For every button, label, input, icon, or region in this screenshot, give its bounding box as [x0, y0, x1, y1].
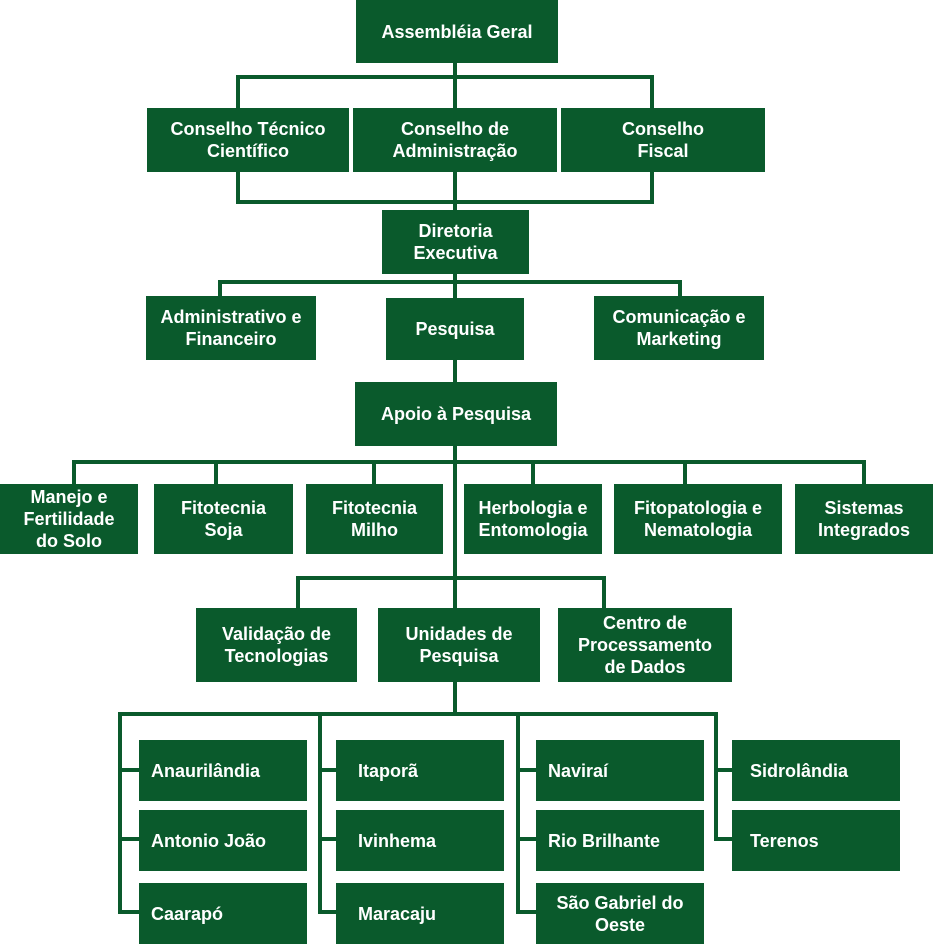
connector-cities [118, 680, 734, 914]
node-label: Conselho de Administração [392, 119, 518, 161]
node-label: Sistemas Integrados [817, 498, 910, 540]
node-label: Antonio João [151, 830, 266, 851]
node-city-caarapo: Caarapó [139, 883, 307, 944]
node-label: Assembléia Geral [381, 21, 533, 42]
node-city-terenos: Terenos [732, 810, 900, 871]
node-conselho-tecnico-cientifico: Conselho Técnico Científico [147, 108, 349, 172]
node-validacao-tecnologias: Validação de Tecnologias [196, 608, 357, 682]
node-fitotecnia-soja: Fitotecnia Soja [154, 484, 293, 554]
node-city-rio-brilhante: Rio Brilhante [536, 810, 704, 871]
node-label: Comunicação e Marketing [612, 307, 746, 349]
node-label: Pesquisa [415, 319, 495, 339]
node-label: Administrativo e Financeiro [160, 307, 302, 349]
node-label: Maracaju [358, 903, 437, 924]
node-label: São Gabriel do Oeste [556, 892, 684, 935]
node-conselho-fiscal: Conselho Fiscal [561, 108, 765, 172]
node-label: Herbologia e Entomologia [478, 498, 588, 540]
node-pesquisa: Pesquisa [386, 298, 524, 360]
node-label: Apoio à Pesquisa [380, 404, 532, 424]
node-city-ivinhema: Ivinhema [336, 810, 504, 871]
node-label: Caarapó [151, 903, 224, 924]
connector-conselhos-bottom [236, 168, 654, 204]
connector-departments [218, 270, 682, 302]
node-label: Ivinhema [358, 830, 437, 851]
node-assembleia-geral: Assembléia Geral [356, 0, 558, 63]
node-label: Validação de Tecnologias [221, 624, 332, 666]
connector-conselhos-top [236, 75, 654, 112]
node-label: Diretoria Executiva [413, 221, 498, 263]
node-label: Unidades de Pesquisa [405, 624, 513, 666]
node-herbologia-entomologia: Herbologia e Entomologia [464, 484, 602, 554]
node-city-antonio-joao: Antonio João [139, 810, 307, 871]
node-label: Centro de Processamento de Dados [577, 613, 713, 677]
node-city-sidrolandia: Sidrolândia [732, 740, 900, 801]
node-city-navirai: Naviraí [536, 740, 704, 801]
node-manejo-fertilidade-solo: Manejo e Fertilidade do Solo [0, 484, 138, 554]
node-city-maracaju: Maracaju [336, 883, 504, 944]
node-unidades-pesquisa: Unidades de Pesquisa [378, 608, 540, 682]
node-city-sao-gabriel-oeste: São Gabriel do Oeste [536, 883, 704, 944]
node-administrativo-financeiro: Administrativo e Financeiro [146, 296, 316, 360]
node-fitopatologia-nematologia: Fitopatologia e Nematologia [614, 484, 782, 554]
node-city-itapora: Itaporã [336, 740, 504, 801]
node-label: Rio Brilhante [548, 830, 661, 851]
node-label: Sidrolândia [750, 760, 849, 781]
node-label: Itaporã [358, 760, 419, 781]
node-city-anaurilandia: Anaurilândia [139, 740, 307, 801]
node-apoio-pesquisa: Apoio à Pesquisa [355, 382, 557, 446]
node-conselho-administracao: Conselho de Administração [353, 108, 557, 172]
node-sistemas-integrados: Sistemas Integrados [795, 484, 933, 554]
node-label: Manejo e Fertilidade do Solo [23, 487, 115, 551]
node-diretoria-executiva: Diretoria Executiva [382, 210, 529, 274]
node-label: Terenos [750, 830, 819, 851]
node-label: Fitotecnia Milho [331, 498, 417, 540]
node-label: Fitopatologia e Nematologia [634, 498, 762, 540]
node-comunicacao-marketing: Comunicação e Marketing [594, 296, 764, 360]
node-label: Anaurilândia [151, 760, 261, 781]
node-label: Naviraí [548, 760, 609, 781]
node-label: Conselho Técnico Científico [170, 119, 326, 161]
connector-areas [72, 444, 866, 612]
node-label: Fitotecnia Soja [180, 498, 266, 540]
node-centro-processamento-dados: Centro de Processamento de Dados [558, 608, 732, 682]
connector-units [296, 576, 606, 612]
node-fitotecnia-milho: Fitotecnia Milho [306, 484, 443, 554]
node-label: Conselho Fiscal [621, 119, 704, 161]
